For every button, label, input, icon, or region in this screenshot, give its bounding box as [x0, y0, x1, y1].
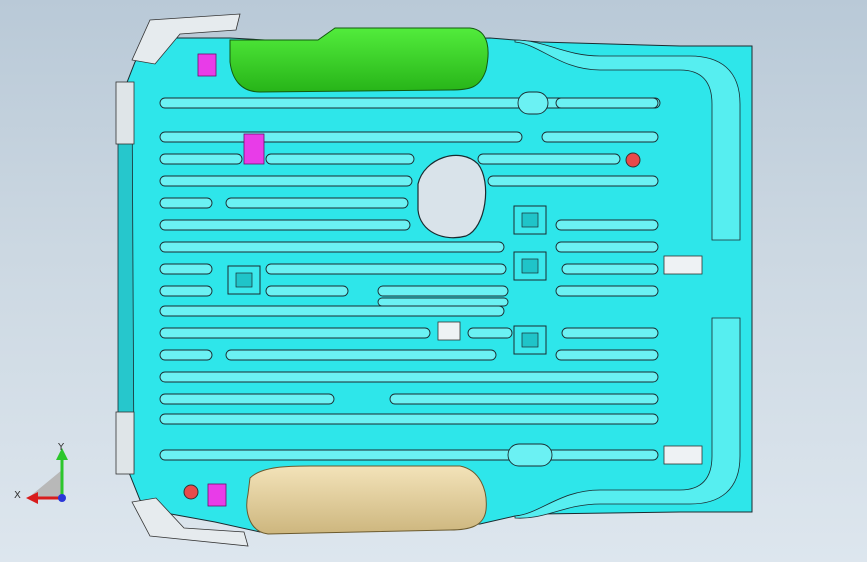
- right-rail-upper: [514, 39, 741, 241]
- top-corner-bracket: [131, 13, 241, 65]
- white-bracket-right-top: [663, 255, 703, 275]
- rib-18: [561, 263, 659, 275]
- rib-5: [159, 153, 243, 165]
- center-opening: [417, 154, 487, 239]
- rib-4: [541, 131, 659, 143]
- stiffening-ribs: [159, 91, 661, 467]
- rib-10: [159, 197, 213, 209]
- rib-12: [159, 219, 411, 231]
- rib-25: [159, 327, 431, 339]
- magenta-clip-bottom: [207, 483, 227, 507]
- white-bracket-center: [437, 321, 461, 341]
- rib-15: [555, 241, 659, 253]
- rib-23: [159, 305, 505, 317]
- pad-inner-3: [235, 272, 253, 288]
- rib-8: [159, 175, 413, 187]
- rib-35: [159, 449, 659, 461]
- rib-26: [467, 327, 513, 339]
- rib-22: [555, 285, 659, 297]
- rib-20: [265, 285, 349, 297]
- triad-x-label: X: [14, 490, 21, 501]
- red-plug-right: [625, 152, 641, 168]
- magenta-clip-center: [243, 133, 265, 165]
- rib-17: [265, 263, 507, 275]
- pad-inner-0: [521, 212, 539, 228]
- tan-tank-part[interactable]: [246, 465, 487, 535]
- rib-36: [507, 443, 553, 467]
- right-rail-lower: [514, 317, 741, 519]
- magenta-clip-top: [197, 53, 217, 77]
- left-bracket-bottom: [115, 411, 135, 475]
- rib-16: [159, 263, 213, 275]
- rib-2: [555, 97, 659, 109]
- triad-y-arrow: [56, 448, 68, 460]
- rib-32: [159, 393, 335, 405]
- pad-inner-1: [521, 258, 539, 274]
- rib-29: [225, 349, 497, 361]
- rib-33: [389, 393, 659, 405]
- white-bracket-right-bottom: [663, 445, 703, 465]
- red-plug-bottom-left: [183, 484, 199, 500]
- pad-inner-2: [521, 332, 539, 348]
- triad-y-label: Y: [58, 442, 65, 453]
- triad-z-axis: [58, 494, 66, 502]
- rib-7: [477, 153, 621, 165]
- rib-19: [159, 285, 213, 297]
- rib-27: [561, 327, 659, 339]
- rib-14: [159, 241, 505, 253]
- bottom-corner-bracket: [131, 497, 249, 547]
- triad-x-arrow: [26, 492, 38, 504]
- rib-31: [159, 371, 659, 383]
- rib-9: [487, 175, 659, 187]
- rib-30: [555, 349, 659, 361]
- rib-11: [225, 197, 409, 209]
- green-tank-part[interactable]: [229, 27, 489, 93]
- rib-28: [159, 349, 213, 361]
- rib-34: [159, 413, 659, 425]
- square-pads: [227, 205, 547, 355]
- rib-13: [555, 219, 659, 231]
- rib-21: [377, 285, 509, 297]
- rib-1: [517, 91, 549, 115]
- rib-24: [377, 297, 509, 307]
- rib-3: [159, 131, 523, 143]
- triad-z-plane: [28, 470, 62, 498]
- rib-6: [265, 153, 415, 165]
- coordinate-triad: [26, 448, 68, 504]
- left-bracket-top: [115, 81, 135, 145]
